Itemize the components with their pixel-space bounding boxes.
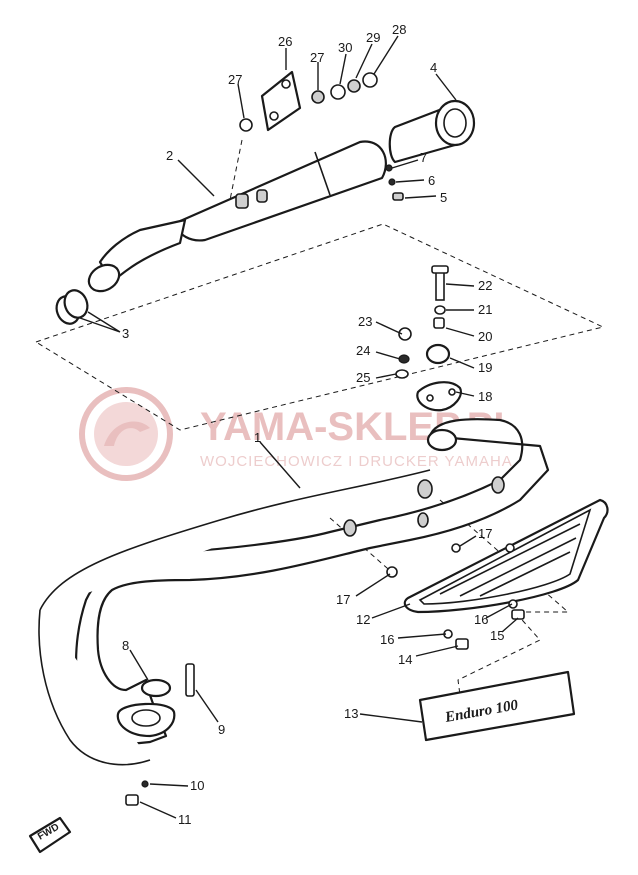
callout-numbers: 1 2 3 4 5 6 7 8 9 10 11 12 13 14 15 16 1… <box>122 22 504 827</box>
callout-4: 4 <box>430 60 437 75</box>
part-heat-shield <box>403 498 609 614</box>
fwd-arrow-icon: FWD <box>28 816 72 854</box>
callout-18: 18 <box>478 389 492 404</box>
callout-16-right: 16 <box>474 612 488 627</box>
watermark-logo-mark <box>104 421 150 446</box>
flange-hardware <box>116 663 195 806</box>
callout-19: 19 <box>478 360 492 375</box>
watermark-subtitle: WOJCIECHOWICZ I DRUCKER YAMAHA <box>200 453 513 470</box>
callout-23: 23 <box>358 314 372 329</box>
callout-14: 14 <box>398 652 412 667</box>
callout-7: 7 <box>420 150 427 165</box>
callout-1: 1 <box>254 430 261 445</box>
callout-22: 22 <box>478 278 492 293</box>
dashed-guide-heatshield <box>329 499 570 711</box>
callout-2: 2 <box>166 148 173 163</box>
callout-21: 21 <box>478 302 492 317</box>
callout-3: 3 <box>122 326 129 341</box>
part-emblem: Enduro 100 <box>418 670 576 742</box>
mount-hardware <box>395 265 462 412</box>
callout-13: 13 <box>344 706 358 721</box>
callout-6: 6 <box>428 173 435 188</box>
callout-24: 24 <box>356 343 370 358</box>
part-bracket <box>260 70 302 132</box>
part-gaskets <box>55 289 89 325</box>
callout-29: 29 <box>366 30 380 45</box>
callout-26: 26 <box>278 34 292 49</box>
callout-5: 5 <box>440 190 447 205</box>
callout-17-right: 17 <box>478 526 492 541</box>
watermark-logo-icon <box>79 387 173 481</box>
callout-27-left: 27 <box>228 72 242 87</box>
callout-16-left: 16 <box>380 632 394 647</box>
watermark-logo-inner <box>94 402 158 466</box>
callout-9: 9 <box>218 722 225 737</box>
callout-12: 12 <box>356 612 370 627</box>
dashed-guide-27 <box>227 139 243 211</box>
callout-10: 10 <box>190 778 204 793</box>
callout-15: 15 <box>490 628 504 643</box>
part-end-cap <box>388 99 476 164</box>
leader-lines <box>79 35 519 819</box>
dashed-outline-silencer <box>34 223 605 431</box>
callout-28: 28 <box>392 22 406 37</box>
callout-30: 30 <box>338 40 352 55</box>
callout-17-left: 17 <box>336 592 350 607</box>
part-silencer <box>87 140 387 293</box>
callout-11: 11 <box>178 812 192 827</box>
assembly-outlines <box>34 139 605 711</box>
callout-20: 20 <box>478 329 492 344</box>
callout-25: 25 <box>356 370 370 385</box>
callout-8: 8 <box>122 638 129 653</box>
callout-27-right: 27 <box>310 50 324 65</box>
